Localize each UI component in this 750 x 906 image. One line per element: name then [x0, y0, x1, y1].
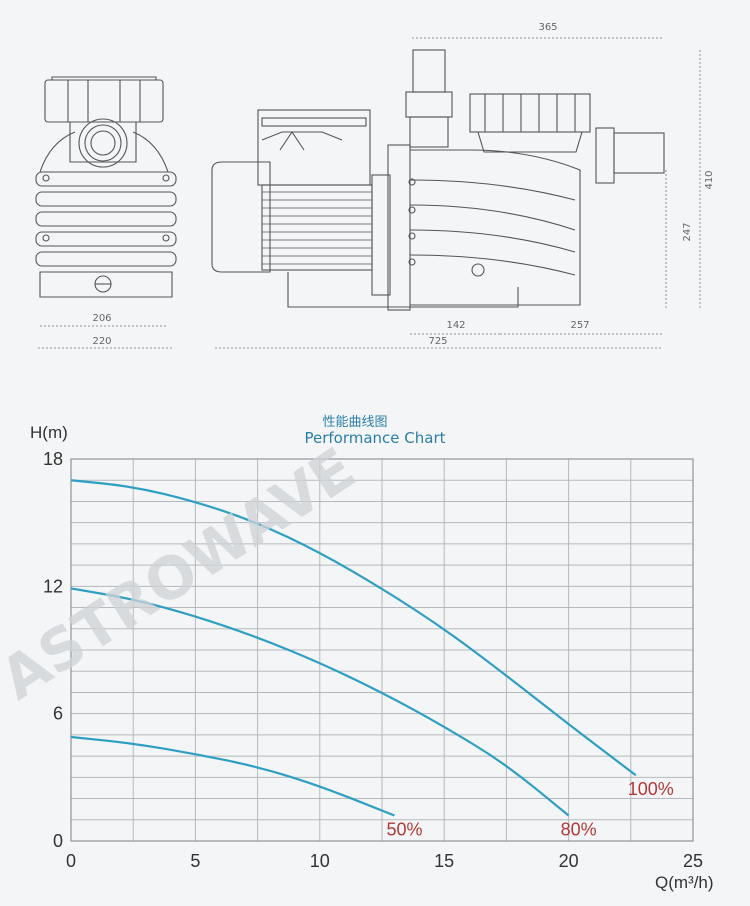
series-label-100%: 100% [628, 779, 674, 799]
chart-series: 100% 80% 50% [70, 479, 674, 840]
x-tick-label: 25 [683, 851, 703, 871]
x-tick-label: 0 [66, 851, 76, 871]
pump-front-view [35, 76, 177, 298]
performance-chart: 性能曲线图 Performance Chart H(m) Q(m³/h) 0 5 1… [0, 415, 714, 892]
dim-220: 220 [92, 336, 111, 347]
dim-247: 247 [682, 222, 693, 241]
dim-410: 410 [704, 170, 715, 189]
series-line-50% [70, 735, 395, 817]
y-axis-label: H(m) [30, 423, 68, 442]
x-tick-label: 15 [434, 851, 454, 871]
series-line-100% [70, 479, 637, 777]
x-tick-label: 20 [559, 851, 579, 871]
chart-ticks: 0 5 10 15 20 25 0 6 12 18 [43, 449, 703, 871]
y-tick-label: 12 [43, 576, 63, 596]
pump-drawing: 365 410 247 206 220 142 257 725 [35, 22, 715, 349]
pump-side-view [211, 49, 665, 311]
dim-725: 725 [428, 336, 447, 347]
dim-257: 257 [570, 320, 589, 331]
dim-206: 206 [92, 313, 111, 324]
dim-142: 142 [446, 320, 465, 331]
y-tick-label: 0 [53, 831, 63, 851]
x-tick-label: 10 [310, 851, 330, 871]
series-label-80%: 80% [561, 820, 597, 840]
chart-title: 性能曲线图 [322, 415, 387, 430]
plot-border [70, 458, 694, 842]
y-tick-label: 18 [43, 449, 63, 469]
x-tick-label: 5 [190, 851, 200, 871]
chart-subtitle: Performance Chart [304, 429, 445, 447]
x-axis-label: Q(m³/h) [655, 873, 714, 892]
y-tick-label: 6 [53, 704, 63, 724]
series-label-50%: 50% [386, 820, 422, 840]
series-line-80% [70, 587, 570, 817]
dim-365: 365 [538, 22, 557, 33]
chart-grid [70, 458, 694, 842]
